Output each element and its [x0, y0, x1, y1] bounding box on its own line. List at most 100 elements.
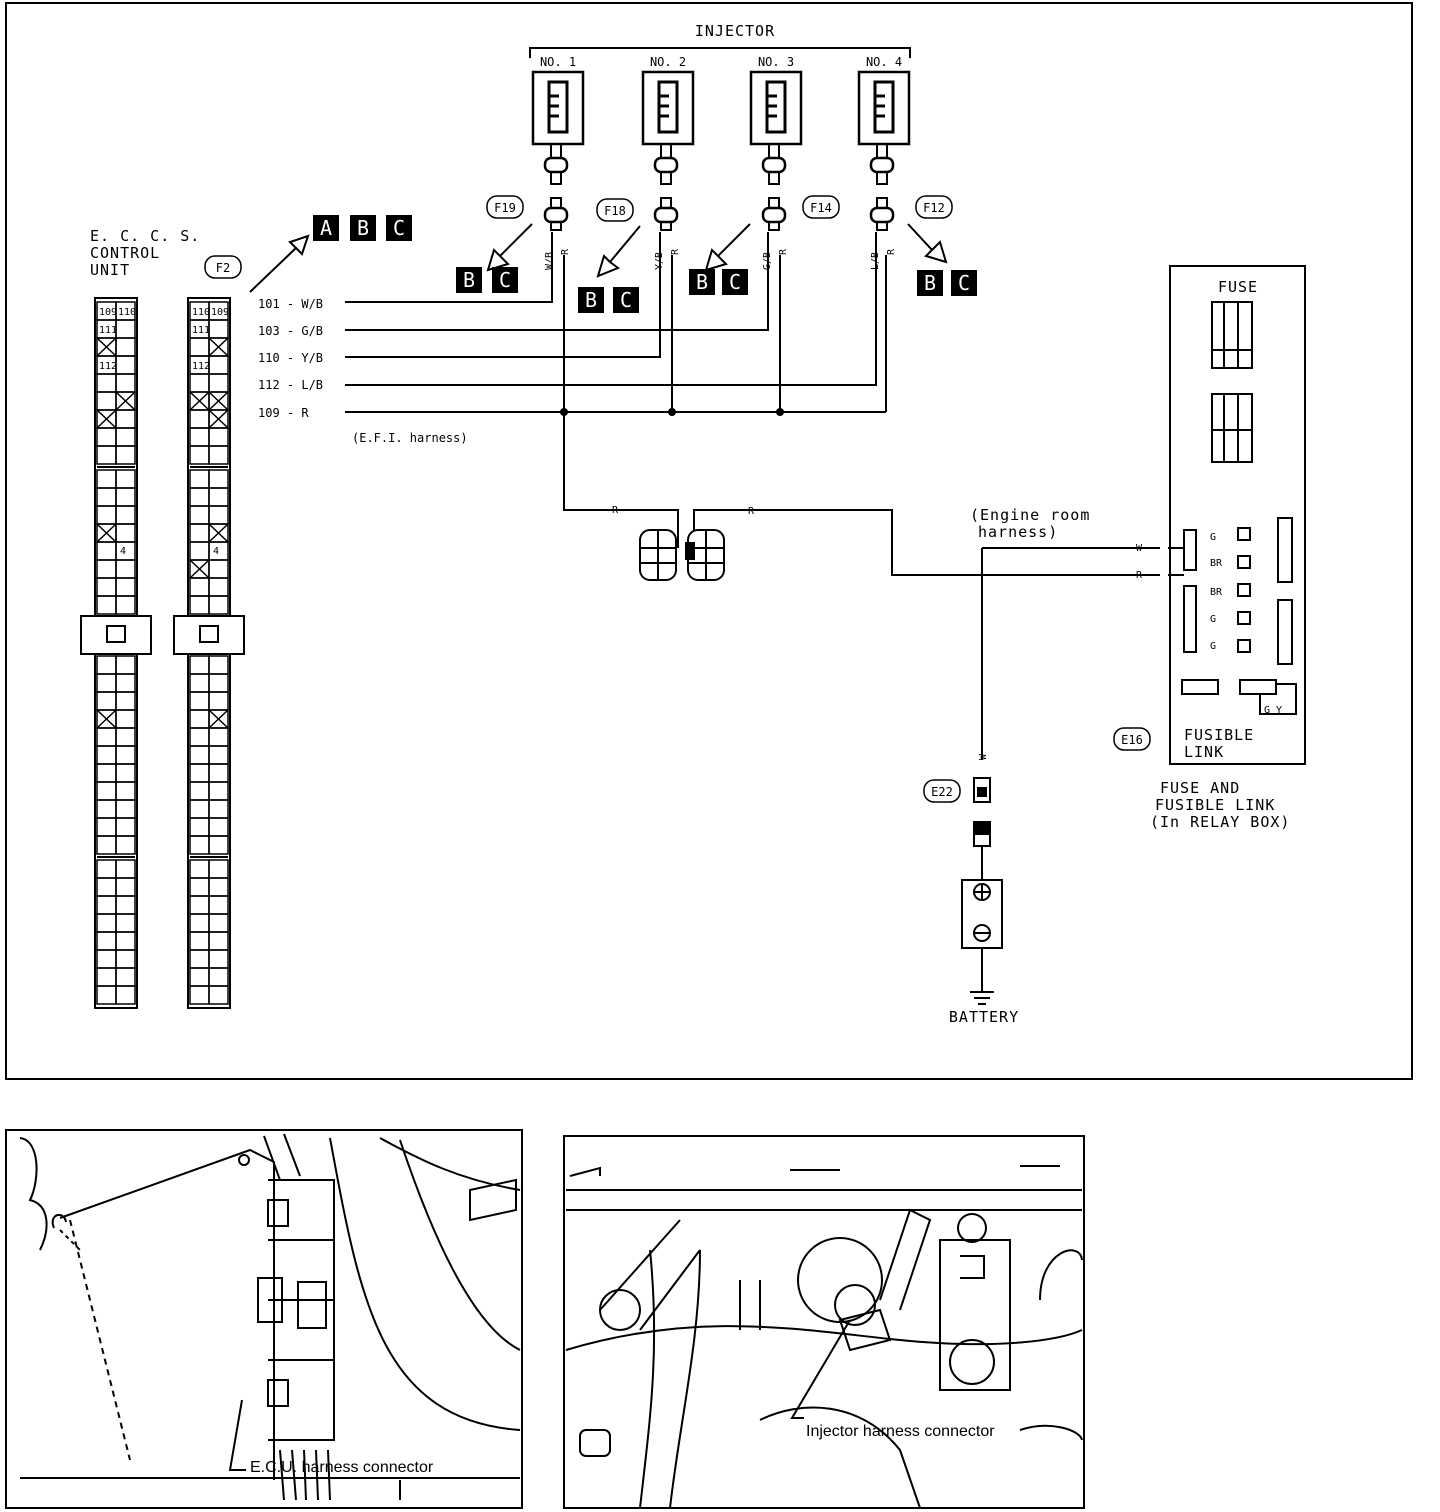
svg-text:FUSE AND: FUSE AND [1160, 779, 1240, 797]
svg-text:C: C [620, 288, 632, 312]
svg-text:G Y: G Y [1264, 705, 1282, 716]
junction-dots [560, 408, 784, 416]
badge-group-3: B C [689, 269, 748, 295]
wire-color-label: R [886, 248, 897, 255]
connector-f18: F18 [596, 198, 634, 222]
svg-text:G: G [1210, 532, 1216, 543]
svg-text:111: 111 [99, 325, 117, 336]
svg-text:B: B [696, 270, 708, 294]
svg-text:G: G [1210, 614, 1216, 625]
injector-number: NO. 2 [650, 55, 686, 69]
ecu-photo-caption: E.C.U. harness connector [250, 1459, 434, 1476]
wire-color-label: R [612, 505, 619, 516]
wire-label: 112 - L/B [258, 378, 323, 392]
svg-text:B: B [924, 271, 936, 295]
svg-text:FUSIBLE LINK: FUSIBLE LINK [1155, 796, 1275, 814]
pin-marker: 4 [120, 546, 126, 557]
svg-text:(In RELAY BOX): (In RELAY BOX) [1150, 813, 1290, 831]
svg-text:F14: F14 [810, 201, 832, 215]
wire-label: 101 - W/B [258, 297, 323, 311]
injector-number: NO. 1 [540, 55, 576, 69]
wire-color-label: R [1136, 570, 1143, 581]
efi-harness-label: (E.F.I. harness) [352, 431, 468, 445]
injector-plug-4 [869, 196, 895, 232]
arrow-icon [249, 223, 948, 293]
svg-text:C: C [499, 268, 511, 292]
injector-photo-caption: Injector harness connector [806, 1423, 995, 1440]
pin-label: 109 [211, 307, 229, 318]
svg-text:111: 111 [192, 325, 210, 336]
engine-harness-label: (Engine room harness) [970, 506, 1090, 541]
wire-color-label: R [778, 248, 789, 255]
svg-text:CONTROL: CONTROL [90, 244, 160, 262]
ground-icon [970, 991, 994, 1005]
wire-color-label: W [1136, 543, 1143, 554]
svg-text:F2: F2 [216, 261, 230, 275]
svg-text:(Engine room: (Engine room [970, 506, 1090, 524]
badge-group-main: A B C [313, 215, 412, 241]
svg-text:G: G [1210, 641, 1216, 652]
svg-text:A: A [320, 216, 332, 240]
injector-1: NO. 1 [531, 55, 585, 186]
connector-f19: F19 [486, 195, 524, 219]
svg-text:BR: BR [1210, 587, 1223, 598]
svg-text:C: C [393, 216, 405, 240]
wire-color-label: R [560, 248, 571, 255]
svg-text:E16: E16 [1121, 733, 1143, 747]
svg-text:FUSIBLE: FUSIBLE [1184, 726, 1254, 744]
battery-icon [961, 879, 1003, 949]
injector-title: INJECTOR [695, 22, 775, 40]
svg-text:B: B [463, 268, 475, 292]
wire-label: 110 - Y/B [258, 351, 323, 365]
injector-plug-2 [653, 196, 679, 232]
schematic-frame [5, 2, 1413, 1080]
svg-text:E. C. C. S.: E. C. C. S. [90, 227, 200, 245]
fuse-caption: FUSE AND FUSIBLE LINK (In RELAY BOX) [1150, 779, 1290, 831]
injector-plug-1 [543, 196, 569, 232]
injector-2: NO. 2 [641, 55, 695, 186]
wire-color-label: R [670, 248, 681, 255]
svg-text:B: B [585, 288, 597, 312]
svg-text:LINK: LINK [1184, 743, 1224, 761]
ecu-photo-panel: E.C.U. harness connector [5, 1129, 523, 1509]
injector-plug-3 [761, 196, 787, 232]
svg-text:B: B [357, 216, 369, 240]
injector-number: NO. 4 [866, 55, 902, 69]
injector-4: NO. 4 [857, 55, 911, 186]
pin-marker: 4 [213, 546, 219, 557]
injector-photo-panel: Injector harness connector [563, 1135, 1085, 1509]
badge-group-2: B C [578, 287, 639, 313]
badge-group-1: B C [456, 267, 518, 293]
connector-f14: F14 [802, 195, 840, 219]
wire-label: 109 - R [258, 406, 309, 420]
connector-e16: E16 [1113, 727, 1151, 751]
wire-labels: 101 - W/B 103 - G/B 110 - Y/B 112 - L/B … [258, 297, 323, 420]
fuse-title: FUSE [1218, 278, 1258, 296]
svg-text:harness): harness) [978, 523, 1058, 541]
signal-wires [345, 232, 1160, 992]
pin-label: 110 [192, 307, 210, 318]
wire-color-label: W/B [544, 252, 555, 270]
injector-bracket [529, 47, 911, 58]
svg-text:UNIT: UNIT [90, 261, 130, 279]
fuse-box: FUSE G BR BR G G G Y [1168, 265, 1306, 765]
svg-text:BR: BR [1210, 558, 1223, 569]
svg-text:C: C [958, 271, 970, 295]
svg-text:112: 112 [192, 361, 210, 372]
svg-text:112: 112 [99, 361, 117, 372]
ecu-label: E. C. C. S. CONTROL UNIT [90, 227, 200, 279]
battery-label: BATTERY [949, 1008, 1019, 1026]
svg-text:C: C [729, 270, 741, 294]
injector-number: NO. 3 [758, 55, 794, 69]
badge-group-4: B C [917, 270, 977, 296]
svg-text:F19: F19 [494, 201, 516, 215]
pin-label: 110 [118, 307, 136, 318]
wire-label: 103 - G/B [258, 324, 323, 338]
connector-f2: F2 [204, 255, 242, 279]
wire-color-label: W [978, 753, 989, 760]
wire-color-label: R [748, 506, 755, 517]
svg-text:F18: F18 [604, 204, 626, 218]
